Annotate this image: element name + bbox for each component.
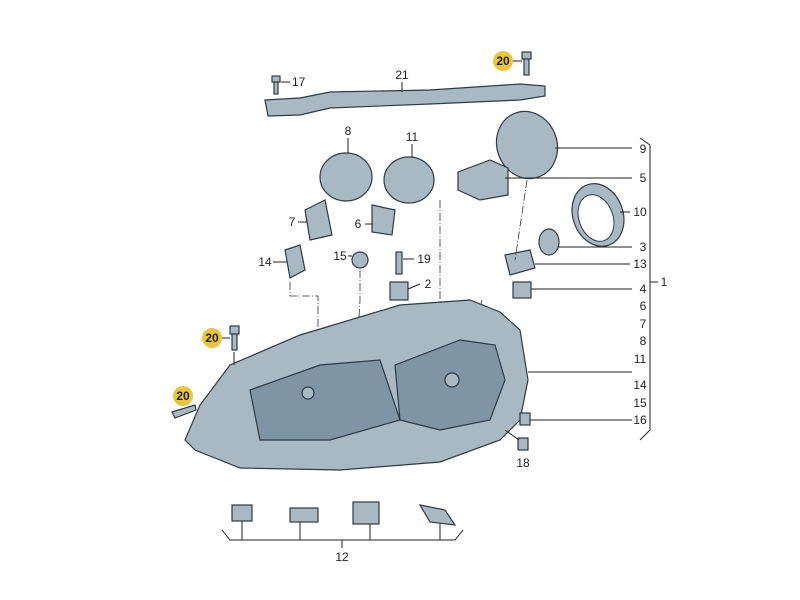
label-8: 8 bbox=[345, 124, 352, 138]
label-7: 7 bbox=[289, 215, 296, 229]
label-7-right: 7 bbox=[640, 317, 647, 331]
socket-6 bbox=[365, 204, 396, 236]
group-bracket-1 bbox=[639, 137, 658, 441]
cap-11 bbox=[383, 144, 435, 204]
label-4: 4 bbox=[640, 282, 647, 296]
screw-20-left-upper bbox=[202, 325, 240, 365]
holder-7 bbox=[298, 199, 333, 241]
label-18: 18 bbox=[516, 456, 530, 470]
label-6-right: 6 bbox=[640, 299, 647, 313]
screw-20-left-lower bbox=[171, 386, 197, 419]
label-2: 2 bbox=[425, 277, 432, 291]
label-20: 20 bbox=[496, 54, 510, 68]
label-9: 9 bbox=[640, 142, 647, 156]
cap-9 bbox=[495, 110, 632, 180]
screw-17 bbox=[271, 75, 290, 95]
label-8-right: 8 bbox=[640, 334, 647, 348]
cap-8 bbox=[319, 138, 373, 202]
label-13: 13 bbox=[633, 257, 647, 271]
label-17: 17 bbox=[292, 75, 306, 89]
label-15-right: 15 bbox=[633, 396, 647, 410]
label-3: 3 bbox=[640, 240, 647, 254]
label-6: 6 bbox=[355, 217, 362, 231]
label-14: 14 bbox=[258, 255, 272, 269]
label-12: 12 bbox=[335, 550, 349, 564]
headlight-housing-1 bbox=[184, 299, 632, 471]
screw-20-top bbox=[493, 51, 532, 76]
label-14-right: 14 bbox=[633, 378, 647, 392]
label-10: 10 bbox=[633, 205, 647, 219]
label-5: 5 bbox=[640, 171, 647, 185]
label-11: 11 bbox=[406, 130, 419, 144]
label-11-right: 11 bbox=[634, 352, 647, 366]
ring-10 bbox=[571, 183, 630, 247]
label-1: 1 bbox=[661, 275, 668, 289]
control-unit-5 bbox=[457, 159, 632, 201]
label-19: 19 bbox=[417, 252, 431, 266]
screw-18 bbox=[504, 429, 529, 451]
label-15: 15 bbox=[333, 249, 347, 263]
clip-set-12 bbox=[221, 501, 464, 548]
bulb-13 bbox=[504, 249, 630, 276]
mounting-bracket-21 bbox=[264, 82, 546, 117]
label-21: 21 bbox=[395, 68, 409, 82]
bulb-14 bbox=[273, 244, 306, 279]
holder-2 bbox=[389, 281, 421, 301]
ring-3 bbox=[538, 228, 632, 256]
label-20-lower-left: 20 bbox=[176, 389, 190, 403]
clip-16 bbox=[519, 412, 632, 426]
screw-19 bbox=[395, 251, 414, 275]
bulb-15 bbox=[348, 251, 369, 269]
holder-4 bbox=[512, 281, 632, 299]
label-16: 16 bbox=[633, 413, 647, 427]
label-20-upper-left: 20 bbox=[205, 331, 219, 345]
